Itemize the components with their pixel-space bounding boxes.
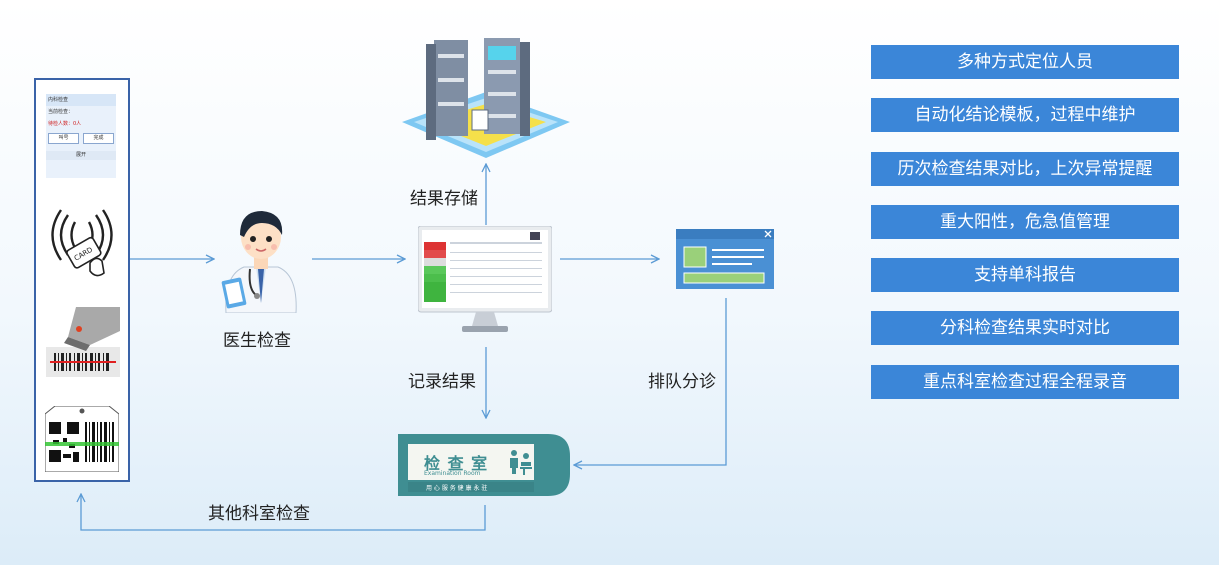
feature-item: 自动化结论模板，过程中维护 bbox=[871, 98, 1179, 133]
phone-title: 内科检查 bbox=[46, 94, 116, 106]
arrow-room-to-panel bbox=[81, 494, 486, 531]
doctor-patient-icon bbox=[510, 450, 532, 475]
examination-room-sign: 检 查 室 Examination Room 用 心 服 务 健 康 永 驻 bbox=[398, 434, 570, 496]
card-reader-icon: CARD bbox=[51, 209, 113, 277]
phone-screen: 内科检查 当前检查： 待检人数：0人 叫号 完成 展开 bbox=[46, 94, 116, 178]
arrow-window-to-room bbox=[574, 298, 727, 465]
storage-label: 结果存储 bbox=[410, 189, 478, 209]
monitor-icon bbox=[418, 226, 552, 332]
identification-panel: 内科检查 当前检查： 待检人数：0人 叫号 完成 展开 CARD bbox=[34, 78, 130, 482]
sign-subtitle: Examination Room bbox=[424, 470, 481, 477]
feature-item: 支持单科报告 bbox=[871, 258, 1179, 293]
feature-list: 多种方式定位人员 自动化结论模板，过程中维护 历次检查结果对比，上次异常提醒 重… bbox=[871, 45, 1179, 418]
feature-item: 重点科室检查过程全程录音 bbox=[871, 364, 1179, 399]
phone-waiting: 待检人数：0人 bbox=[48, 121, 82, 127]
doctor-label: 医生检查 bbox=[223, 331, 291, 351]
sign-title: 检 查 室 bbox=[424, 454, 489, 473]
server-storage-icon bbox=[402, 38, 570, 158]
feature-item: 重大阳性，危急值管理 bbox=[871, 204, 1179, 239]
feature-item: 多种方式定位人员 bbox=[871, 45, 1179, 79]
sign-slogan: 用 心 服 务 健 康 永 驻 bbox=[426, 485, 488, 492]
barcode-scanner-icon bbox=[46, 307, 120, 377]
phone-call-button[interactable]: 叫号 bbox=[48, 133, 79, 144]
feature-item: 分科检查结果实时对比 bbox=[871, 311, 1179, 346]
phone-done-button[interactable]: 完成 bbox=[83, 133, 114, 144]
feature-item: 历次检查结果对比，上次异常提醒 bbox=[871, 151, 1179, 186]
record-label: 记录结果 bbox=[408, 372, 476, 392]
queue-label: 排队分诊 bbox=[648, 372, 716, 392]
queue-window-icon bbox=[676, 229, 774, 289]
phone-current: 当前检查： bbox=[48, 109, 74, 115]
other-dept-label: 其他科室检查 bbox=[208, 504, 310, 524]
phone-expand-button[interactable]: 展开 bbox=[46, 151, 116, 160]
qr-code-tag-icon bbox=[45, 406, 119, 472]
doctor-icon bbox=[221, 211, 297, 313]
